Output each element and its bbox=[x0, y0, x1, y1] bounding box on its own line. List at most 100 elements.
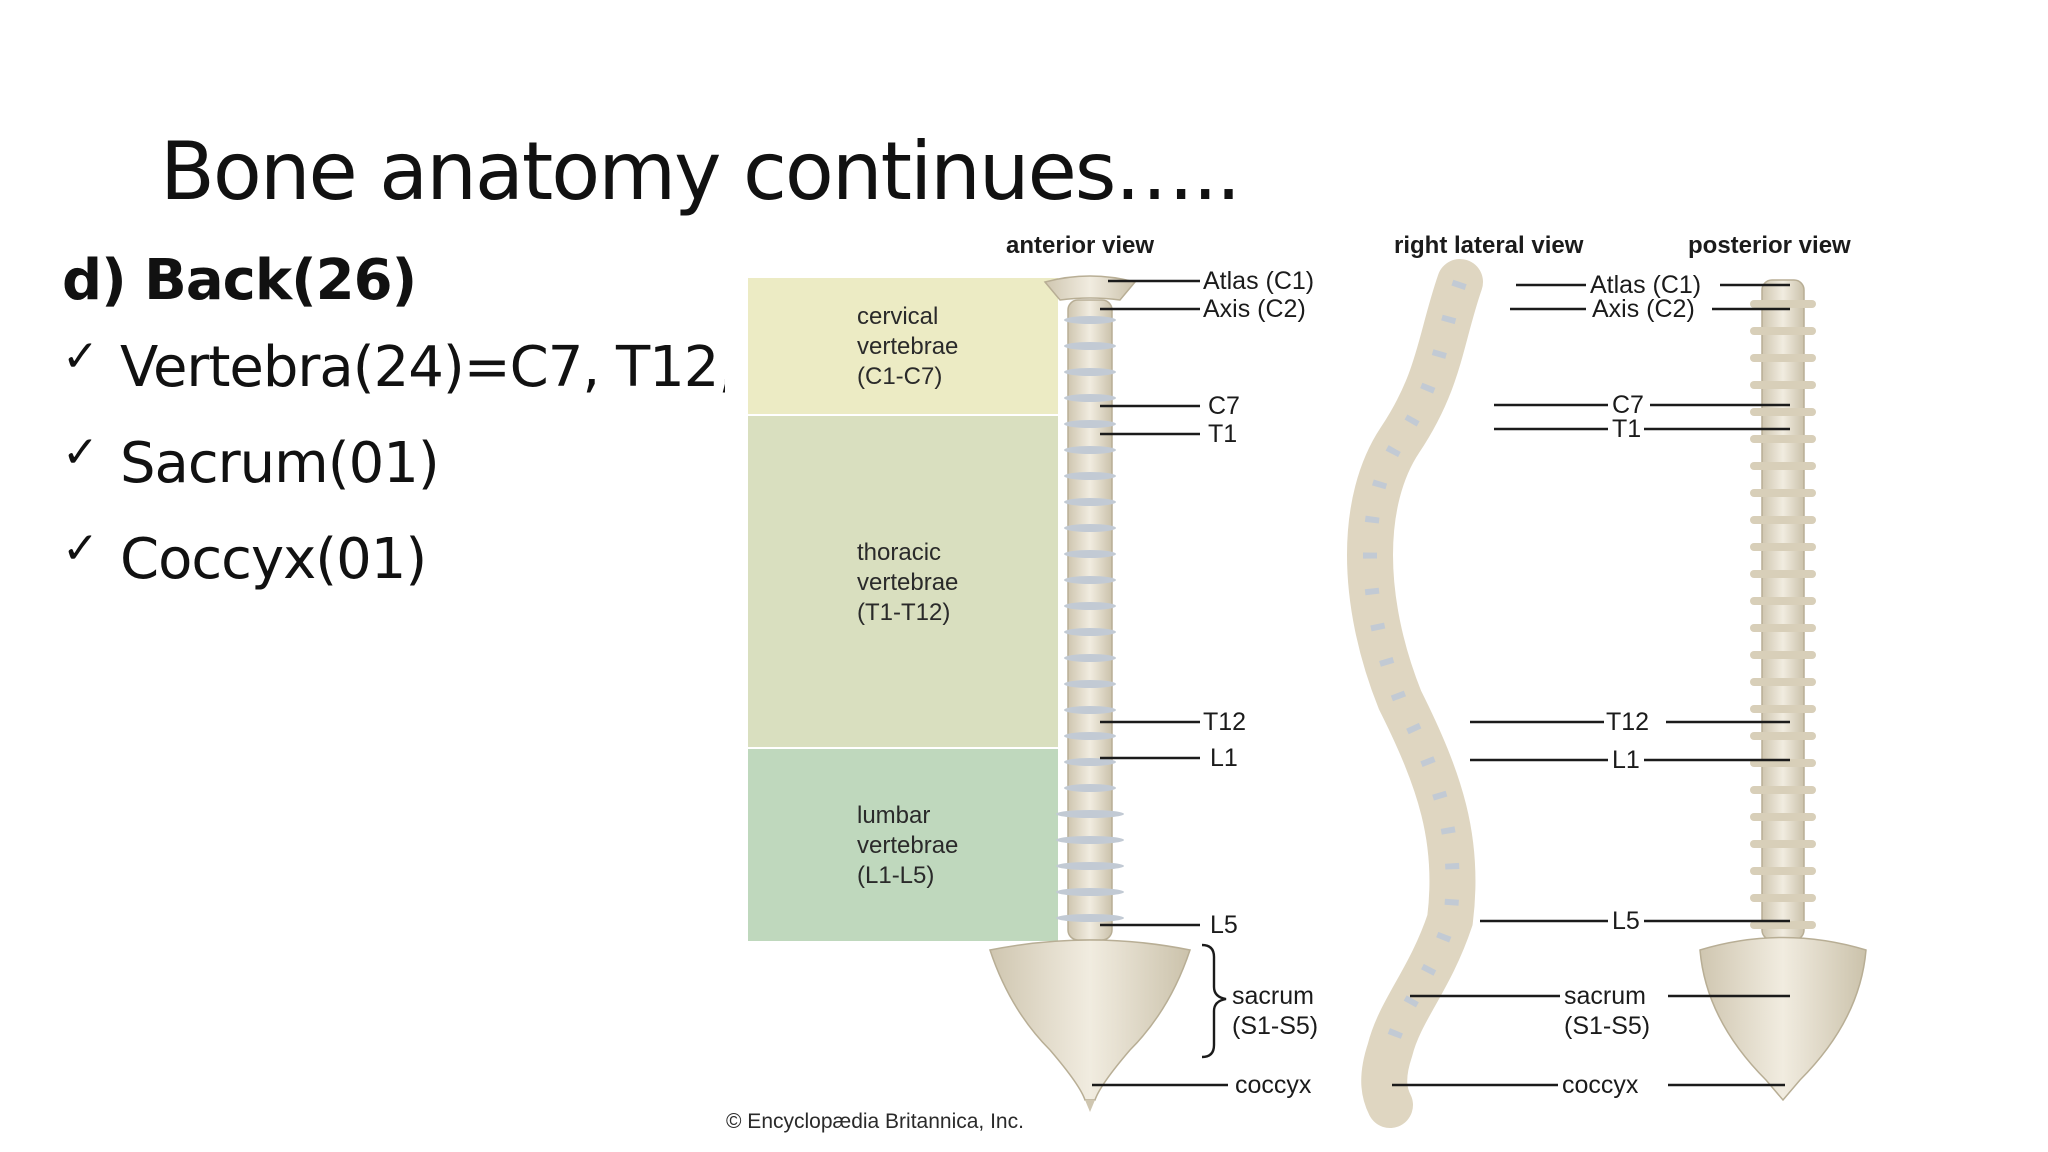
posterior-processes bbox=[1750, 300, 1816, 929]
cervical-label-1: cervical bbox=[857, 303, 938, 330]
anterior-disc bbox=[1064, 524, 1116, 532]
posterior-process bbox=[1750, 651, 1816, 659]
anterior-disc bbox=[1064, 654, 1116, 662]
slide-title: Bone anatomy continues….. bbox=[160, 125, 1241, 218]
anterior-disc bbox=[1064, 472, 1116, 480]
label-l5-ant: L5 bbox=[1210, 911, 1238, 939]
label-coccyx-ant: coccyx bbox=[1235, 1071, 1312, 1099]
posterior-view-title: posterior view bbox=[1688, 232, 1851, 259]
cervical-label-2: vertebrae bbox=[857, 333, 958, 360]
checkmark-icon: ✓ bbox=[62, 331, 99, 382]
section-heading: d) Back(26) bbox=[62, 248, 417, 313]
posterior-process bbox=[1750, 786, 1816, 794]
posterior-process bbox=[1750, 381, 1816, 389]
posterior-process bbox=[1750, 813, 1816, 821]
posterior-process bbox=[1750, 327, 1816, 335]
bullet-item-vertebra: ✓ Vertebra(24)=C7, T12, L5 bbox=[62, 331, 818, 431]
label-l1-lat: L1 bbox=[1612, 746, 1640, 774]
posterior-spine bbox=[1699, 279, 1867, 1102]
bullet-text: Sacrum(01) bbox=[120, 431, 440, 496]
posterior-process bbox=[1750, 705, 1816, 713]
anterior-spine bbox=[989, 275, 1191, 1112]
anterior-disc bbox=[1064, 342, 1116, 350]
anterior-disc bbox=[1064, 732, 1116, 740]
thoracic-label-3: (T1-T12) bbox=[857, 599, 950, 626]
anterior-disc bbox=[1056, 836, 1124, 844]
anterior-disc bbox=[1064, 680, 1116, 688]
bullet-item-sacrum: ✓ Sacrum(01) bbox=[62, 427, 817, 527]
copyright-notice: © Encyclopædia Britannica, Inc. bbox=[726, 1110, 1024, 1133]
posterior-process bbox=[1750, 921, 1816, 929]
label-l1-ant: L1 bbox=[1210, 744, 1238, 772]
posterior-process bbox=[1750, 894, 1816, 902]
posterior-process bbox=[1750, 624, 1816, 632]
posterior-process bbox=[1750, 543, 1816, 551]
posterior-sacrum bbox=[1699, 936, 1867, 1102]
label-c7-ant: C7 bbox=[1208, 392, 1240, 420]
posterior-process bbox=[1750, 732, 1816, 740]
posterior-process bbox=[1750, 462, 1816, 470]
posterior-process bbox=[1750, 570, 1816, 578]
posterior-process bbox=[1750, 489, 1816, 497]
anterior-disc bbox=[1056, 914, 1124, 922]
anterior-disc bbox=[1064, 498, 1116, 506]
label-axis-ant: Axis (C2) bbox=[1203, 295, 1306, 323]
label-t12-ant: T12 bbox=[1203, 708, 1246, 736]
anterior-sacrum bbox=[989, 939, 1191, 1101]
anterior-disc bbox=[1064, 576, 1116, 584]
label-sacrum-range-lat: (S1-S5) bbox=[1564, 1012, 1650, 1040]
anterior-disc bbox=[1056, 810, 1124, 818]
anterior-disc bbox=[1064, 550, 1116, 558]
anterior-disc bbox=[1064, 602, 1116, 610]
anterior-coccyx bbox=[1085, 1100, 1095, 1112]
cervical-label-3: (C1-C7) bbox=[857, 363, 942, 390]
posterior-process bbox=[1750, 408, 1816, 416]
bullet-list: d) Back(26) ✓ Vertebra(24)=C7, T12, L5 ✓… bbox=[62, 248, 818, 623]
label-coccyx-lat: coccyx bbox=[1562, 1071, 1639, 1099]
anterior-disc bbox=[1064, 316, 1116, 324]
label-l5-lat: L5 bbox=[1612, 907, 1640, 935]
bullet-text: Vertebra(24)=C7, T12, L5 bbox=[120, 335, 818, 400]
label-t1-lat: T1 bbox=[1612, 415, 1641, 443]
cervical-region-panel bbox=[748, 278, 1058, 414]
sacrum-brace bbox=[1201, 943, 1227, 1059]
label-c7-lat: C7 bbox=[1612, 391, 1644, 419]
label-axis-lat: Axis (C2) bbox=[1592, 295, 1695, 323]
lumbar-label-3: (L1-L5) bbox=[857, 862, 934, 889]
posterior-process bbox=[1750, 867, 1816, 875]
anterior-disc bbox=[1064, 368, 1116, 376]
anterior-intervertebral-discs bbox=[1056, 316, 1124, 922]
posterior-process bbox=[1750, 300, 1816, 308]
bullet-item-coccyx: ✓ Coccyx(01) bbox=[62, 523, 817, 623]
anterior-disc bbox=[1064, 420, 1116, 428]
checkmark-icon: ✓ bbox=[62, 427, 99, 478]
posterior-process bbox=[1750, 435, 1816, 443]
label-sacrum-range-ant: (S1-S5) bbox=[1232, 1012, 1318, 1040]
lumbar-label-1: lumbar bbox=[857, 802, 930, 829]
anterior-disc bbox=[1056, 862, 1124, 870]
anterior-disc bbox=[1056, 888, 1124, 896]
anterior-disc bbox=[1064, 784, 1116, 792]
bullet-text: Coccyx(01) bbox=[120, 527, 427, 592]
label-atlas-lat: Atlas (C1) bbox=[1590, 271, 1701, 299]
checkmark-icon: ✓ bbox=[62, 523, 99, 574]
lumbar-label-2: vertebrae bbox=[857, 832, 958, 859]
posterior-process bbox=[1750, 840, 1816, 848]
lateral-view-title: right lateral view bbox=[1394, 232, 1584, 259]
lumbar-region-panel bbox=[748, 749, 1058, 941]
posterior-process bbox=[1750, 516, 1816, 524]
label-t12-lat: T12 bbox=[1606, 708, 1649, 736]
thoracic-label-2: vertebrae bbox=[857, 569, 958, 596]
anterior-disc bbox=[1064, 758, 1116, 766]
anterior-disc bbox=[1064, 394, 1116, 402]
posterior-process bbox=[1750, 597, 1816, 605]
thoracic-region-panel bbox=[748, 416, 1058, 747]
posterior-process bbox=[1750, 678, 1816, 686]
label-sacrum-ant: sacrum bbox=[1232, 982, 1314, 1010]
anterior-disc bbox=[1064, 706, 1116, 714]
label-t1-ant: T1 bbox=[1208, 420, 1237, 448]
anterior-disc bbox=[1064, 628, 1116, 636]
label-atlas-ant: Atlas (C1) bbox=[1203, 267, 1314, 295]
label-sacrum-lat: sacrum bbox=[1564, 982, 1646, 1010]
